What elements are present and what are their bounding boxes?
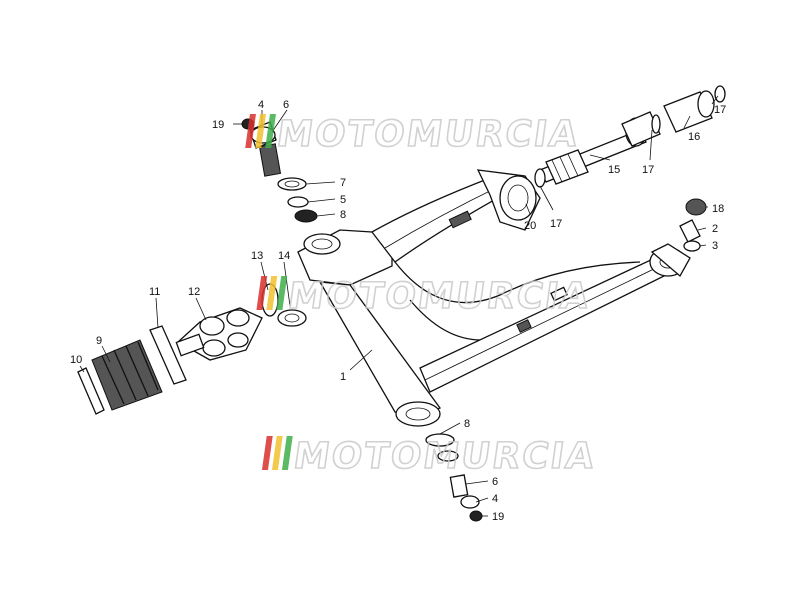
right-pivot-parts bbox=[679, 198, 707, 252]
watermark-logo-text: MOTOMURCIA bbox=[285, 274, 593, 317]
leader-lines bbox=[79, 95, 719, 517]
callout-10: 10 bbox=[70, 354, 82, 366]
watermark-stripe-yellow bbox=[266, 276, 278, 310]
watermark-bottom: MOTOMURCIA bbox=[261, 433, 600, 478]
callout-8-lower: 8 bbox=[464, 418, 470, 430]
callout-15: 15 bbox=[608, 164, 620, 176]
callout-13: 13 bbox=[251, 250, 263, 262]
watermark-stripe-red bbox=[256, 276, 268, 310]
watermark-stripe-yellow bbox=[255, 114, 266, 148]
callout-19-lower: 19 bbox=[492, 511, 504, 523]
watermark-middle: MOTOMURCIA bbox=[256, 273, 594, 318]
callout-1: 1 bbox=[340, 371, 346, 383]
callout-9: 9 bbox=[96, 335, 102, 347]
callout-14: 14 bbox=[278, 250, 290, 262]
callout-7: 7 bbox=[340, 177, 346, 189]
callout-4-lower: 4 bbox=[492, 493, 498, 505]
watermark-stripe-green bbox=[281, 436, 293, 470]
callout-5: 5 bbox=[340, 194, 346, 206]
callout-3: 3 bbox=[712, 240, 718, 252]
callout-6-upper: 6 bbox=[283, 99, 289, 111]
callout-19-upper: 19 bbox=[212, 119, 224, 131]
callout-18: 18 bbox=[712, 203, 724, 215]
callout-8-upper: 8 bbox=[340, 209, 346, 221]
watermark-top: MOTOMURCIA bbox=[245, 111, 583, 156]
callout-6-lower: 6 bbox=[492, 476, 498, 488]
drive-joint-assembly bbox=[77, 283, 307, 415]
watermark-stripe-green bbox=[265, 114, 276, 148]
watermark-stripe-green bbox=[276, 276, 288, 310]
callout-17-right: 17 bbox=[714, 104, 726, 116]
callout-17-left: 17 bbox=[550, 218, 562, 230]
callout-2: 2 bbox=[712, 223, 718, 235]
callout-12: 12 bbox=[188, 286, 200, 298]
swingarm-frame bbox=[297, 169, 691, 427]
callout-16: 16 bbox=[688, 131, 700, 143]
callout-4-upper: 4 bbox=[258, 99, 264, 111]
callout-17-middle: 17 bbox=[642, 164, 654, 176]
watermark-stripe-yellow bbox=[271, 436, 283, 470]
callout-labels: 19 4 6 7 5 8 13 14 11 12 9 10 1 8 6 4 19… bbox=[70, 99, 726, 523]
watermark-stripe-red bbox=[245, 114, 256, 148]
callout-11: 11 bbox=[149, 286, 160, 298]
watermark-logo-text: MOTOMURCIA bbox=[274, 112, 582, 155]
callout-20: 20 bbox=[524, 220, 536, 232]
watermark-logo-text: MOTOMURCIA bbox=[291, 434, 599, 477]
watermark-stripe-red bbox=[261, 436, 273, 470]
